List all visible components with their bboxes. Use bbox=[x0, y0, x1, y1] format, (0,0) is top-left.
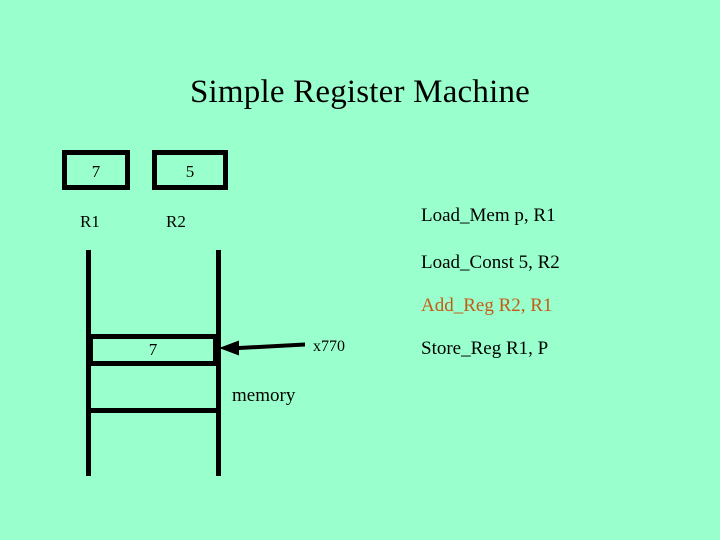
memory-rail-right bbox=[216, 250, 221, 476]
register-label-r1: R1 bbox=[80, 212, 100, 231]
page-title: Simple Register Machine bbox=[189, 74, 531, 110]
instruction-line-4: Store_Reg R1, P bbox=[421, 338, 549, 359]
memory-cell-highlighted: 7 bbox=[88, 334, 218, 366]
memory-divider-line bbox=[86, 408, 221, 413]
register-label-r2: R2 bbox=[166, 212, 186, 231]
instruction-line-2: Load_Const 5, R2 bbox=[421, 252, 560, 273]
register-box-r1: 7 bbox=[62, 150, 130, 190]
register-box-r2: 5 bbox=[152, 150, 228, 190]
register-value-r1: 7 bbox=[91, 162, 101, 181]
instruction-line-3: Add_Reg R2, R1 bbox=[421, 295, 553, 316]
register-value-r2: 5 bbox=[185, 162, 195, 181]
left-arrow-icon bbox=[219, 337, 305, 359]
instruction-line-1: Load_Mem p, R1 bbox=[421, 205, 556, 226]
memory-cell-value: 7 bbox=[148, 340, 158, 359]
memory-address-label: x770 bbox=[313, 338, 345, 355]
memory-caption: memory bbox=[232, 385, 296, 406]
